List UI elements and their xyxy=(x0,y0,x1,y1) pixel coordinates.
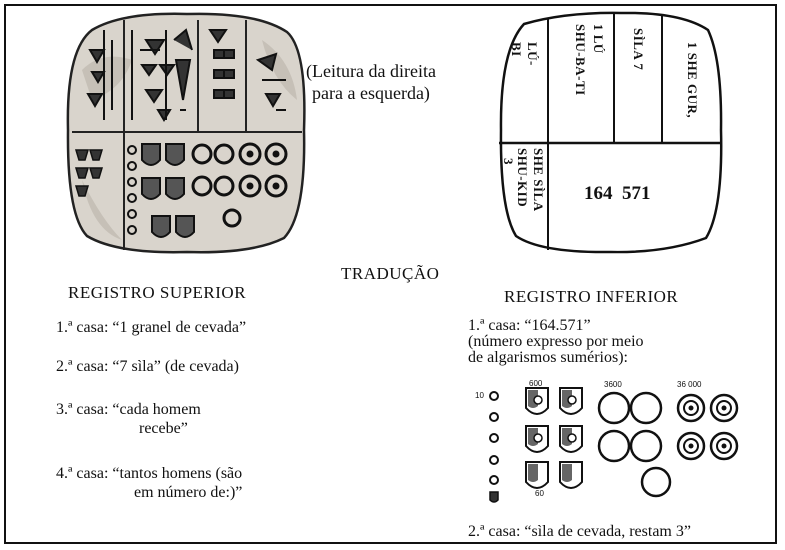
upper-item-2-line-1: 2.ª casa: “7 sìla” (de cevada) xyxy=(56,358,239,375)
symbol-label-six-hundred: 600 xyxy=(529,379,543,388)
upper-item-2: 2.ª casa: “7 sìla” (de cevada) xyxy=(56,357,239,376)
upper-item-4: 4.ª casa: “tantos homens (são em número … xyxy=(56,464,242,502)
diagram-cell-4-line-1: LÚ- xyxy=(525,42,540,66)
diagram-cell-3-line-1: 1 LÚ xyxy=(591,24,606,54)
lower-item-1-line-1: 1.ª casa: “164.571” xyxy=(468,317,591,334)
diagram-cell-2: SÌLA 7 xyxy=(631,28,646,71)
upper-item-3-line-1: 3.ª casa: “cada homem xyxy=(56,401,201,418)
diagram-cell-5-line-2: SHU-KID xyxy=(515,148,530,208)
translated-tablet-diagram xyxy=(499,11,723,254)
diagram-cell-5-line-3: 3 xyxy=(501,158,516,165)
lower-item-1-line-2: (número expresso por meio xyxy=(468,333,644,350)
sumerian-numerals-illustration xyxy=(489,387,739,503)
figure-frame xyxy=(4,4,777,544)
upper-item-3-line-2: recebe” xyxy=(139,420,188,437)
upper-item-3: 3.ª casa: “cada homem recebe” xyxy=(56,400,201,438)
diagram-cell-1: 1 SHE GUR, xyxy=(685,42,700,119)
upper-item-1: 1.ª casa: “1 granel de cevada” xyxy=(56,318,246,337)
diagram-number: 164 571 xyxy=(584,183,651,204)
reading-direction-note: (Leitura da direita para a esquerda) xyxy=(306,60,436,104)
upper-item-4-line-2: em número de:)” xyxy=(134,484,243,501)
symbol-label-ten: 10 xyxy=(475,391,484,400)
symbol-label-thirty-six-hundred: 3600 xyxy=(604,380,622,389)
reading-note-line-1: (Leitura da direita xyxy=(306,61,436,81)
clay-tablet-illustration xyxy=(66,12,306,254)
diagram-cell-5-line-1: SHE SÌLA xyxy=(531,148,546,212)
upper-register-title: REGISTRO SUPERIOR xyxy=(68,283,247,302)
symbol-label-thirty-six-thousand: 36 000 xyxy=(677,380,702,389)
lower-item-2: 2.ª casa: “sìla de cevada, restam 3” xyxy=(468,523,691,540)
upper-item-1-line-1: 1.ª casa: “1 granel de cevada” xyxy=(56,319,247,336)
translation-title: TRADUÇÃO xyxy=(341,264,440,283)
upper-item-4-line-1: 4.ª casa: “tantos homens (são xyxy=(56,465,243,482)
diagram-cell-4-line-2: BI xyxy=(509,42,524,57)
lower-register-title: REGISTRO INFERIOR xyxy=(504,287,679,306)
reading-note-line-2: para a esquerda) xyxy=(312,83,430,103)
symbol-label-sixty: 60 xyxy=(535,489,544,498)
lower-item-1: 1.ª casa: “164.571” (número expresso por… xyxy=(468,318,644,366)
lower-item-1-line-3: de algarismos sumérios): xyxy=(468,349,628,366)
diagram-cell-3-line-2: SHU-BA-TI xyxy=(573,24,588,96)
